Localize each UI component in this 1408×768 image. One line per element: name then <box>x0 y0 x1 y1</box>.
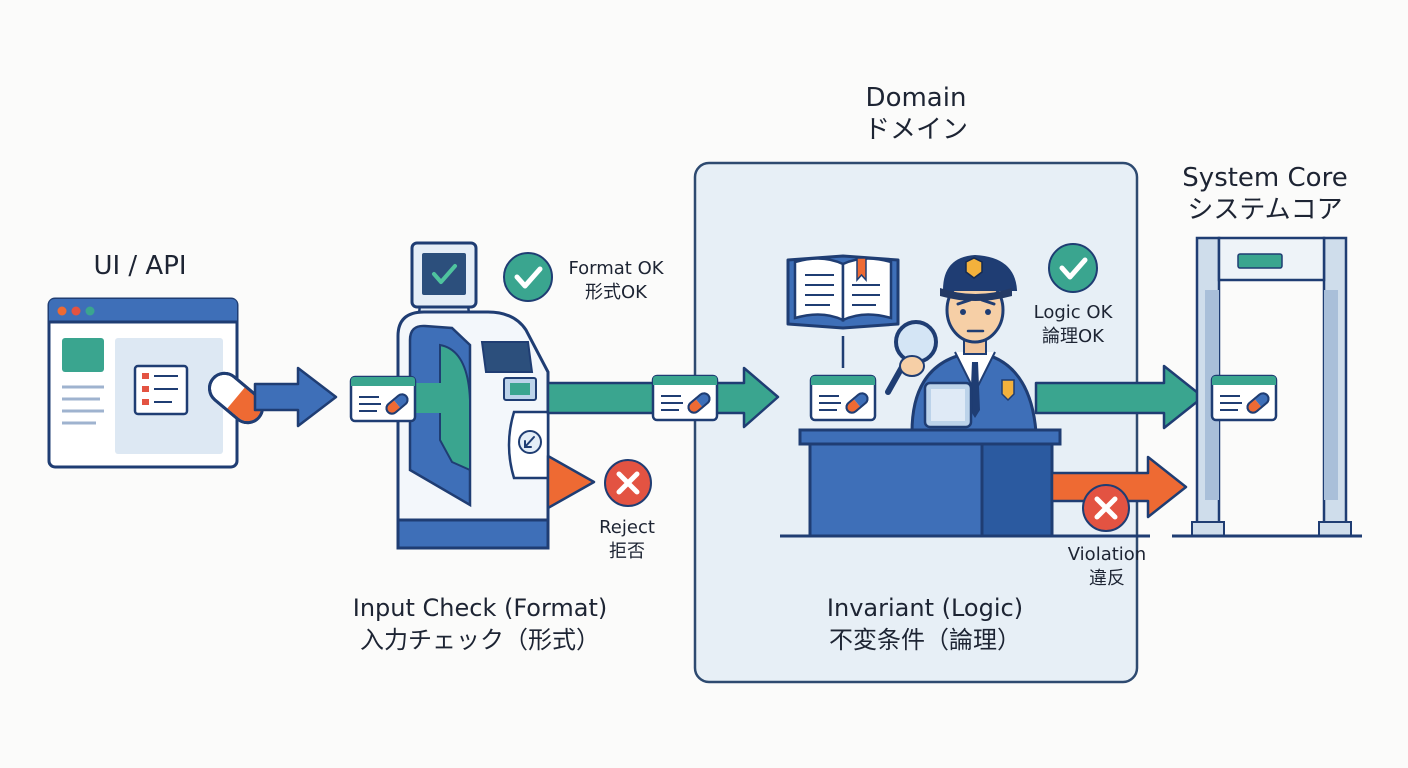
inspection-desk <box>798 428 1062 538</box>
logic-ok-ja: 論理OK <box>1042 326 1104 347</box>
logic-ok-badge: Logic OK 論理OK <box>1018 301 1128 349</box>
format-ok-ja: 形式OK <box>585 282 647 303</box>
x-circle-icon <box>1083 485 1129 531</box>
ui-api-title: UI / API <box>93 251 187 281</box>
check-circle-icon <box>504 253 552 301</box>
input-check-ja: 入力チェック（形式） <box>360 626 600 654</box>
capsule-icon <box>208 371 264 425</box>
reject-arrow <box>546 454 596 510</box>
security-scanner-gate-icon <box>1191 236 1352 537</box>
reject-ja: 拒否 <box>609 541 645 562</box>
form-card-icon <box>809 374 877 422</box>
invariant-ja: 不変条件（論理） <box>829 626 1021 654</box>
ticket-gate-icon <box>396 241 550 550</box>
flow-arrow-1 <box>253 366 338 428</box>
flow-arrow-2 <box>546 381 657 415</box>
violation-badge: Violation 違反 <box>1052 543 1162 591</box>
invariant-en: Invariant (Logic) <box>826 594 1024 622</box>
violation-arrow <box>1050 455 1188 519</box>
rulebook-icon <box>786 254 900 368</box>
reject-badge: Reject 拒否 <box>582 516 672 564</box>
domain-title-ja: ドメイン <box>863 115 968 145</box>
violation-en: Violation <box>1067 544 1147 565</box>
system-core-title: System Core システムコア <box>1160 162 1370 226</box>
ui-api-label: UI / API <box>60 250 220 282</box>
x-circle-icon <box>605 460 651 506</box>
reject-en: Reject <box>599 517 655 538</box>
format-ok-en: Format OK <box>568 258 664 279</box>
browser-window-icon <box>47 297 239 469</box>
domain-title-en: Domain <box>865 83 967 113</box>
violation-ja: 違反 <box>1089 568 1125 589</box>
form-card-icon <box>349 375 417 423</box>
input-check-en: Input Check (Format) <box>352 594 608 622</box>
input-check-label: Input Check (Format) 入力チェック（形式） <box>300 592 660 656</box>
check-circle-icon <box>1049 244 1097 292</box>
domain-title: Domain ドメイン <box>816 82 1016 146</box>
form-card-icon <box>1210 374 1278 422</box>
flow-arrow-4 <box>1034 364 1205 430</box>
system-core-en: System Core <box>1182 163 1348 193</box>
flow-arrow-3 <box>714 366 780 429</box>
invariant-label: Invariant (Logic) 不変条件（論理） <box>780 592 1070 656</box>
format-ok-badge: Format OK 形式OK <box>556 257 676 305</box>
form-card-icon <box>651 374 719 422</box>
logic-ok-en: Logic OK <box>1033 302 1113 323</box>
system-core-ja: システムコア <box>1187 195 1343 225</box>
police-officer-icon <box>885 254 1038 434</box>
